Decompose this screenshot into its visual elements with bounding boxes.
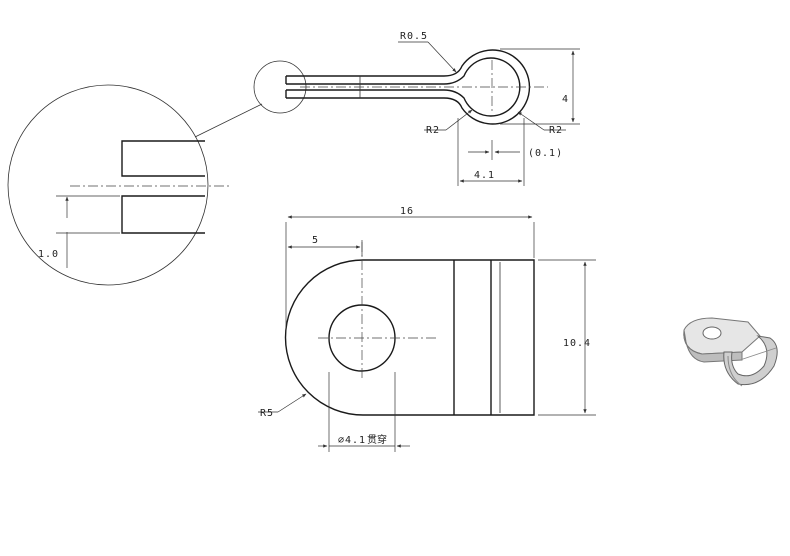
r2-right-label: R2 [549, 125, 563, 136]
part-3d-preview [683, 317, 778, 387]
r05-label: R0.5 [400, 31, 428, 42]
detail-source-circle [253, 60, 307, 114]
len-5-label: 5 [312, 235, 319, 246]
plate-outline [284, 259, 535, 416]
front-view: 16 5 10.4 R5 ∅4.1 贯穿 [258, 206, 596, 452]
detail-lower-strip [121, 195, 205, 234]
height-104-label: 10.4 [563, 338, 591, 349]
width-41-label: 4.1 [474, 170, 495, 181]
hole-note-label: 贯穿 [367, 433, 387, 446]
r5-label: R5 [260, 408, 274, 419]
detail-leader-line [194, 103, 263, 138]
detail-upper-strip [121, 140, 205, 177]
detail-view: 1.0 [7, 60, 307, 286]
top-view: 4 R0.5 R2 R2 (0.1) 4.1 [285, 31, 580, 186]
part3d-hole [702, 326, 722, 340]
dim-4-label: 4 [562, 94, 569, 105]
part3d-plate [683, 317, 761, 355]
part3d-loop [723, 335, 778, 386]
detail-dim-label: 1.0 [38, 249, 59, 260]
detail-circle [7, 84, 209, 286]
gap-label: (0.1) [528, 148, 563, 159]
r2-left-label: R2 [426, 125, 440, 136]
len-16-label: 16 [400, 206, 414, 217]
hole-dia-label: ∅4.1 [338, 435, 366, 446]
